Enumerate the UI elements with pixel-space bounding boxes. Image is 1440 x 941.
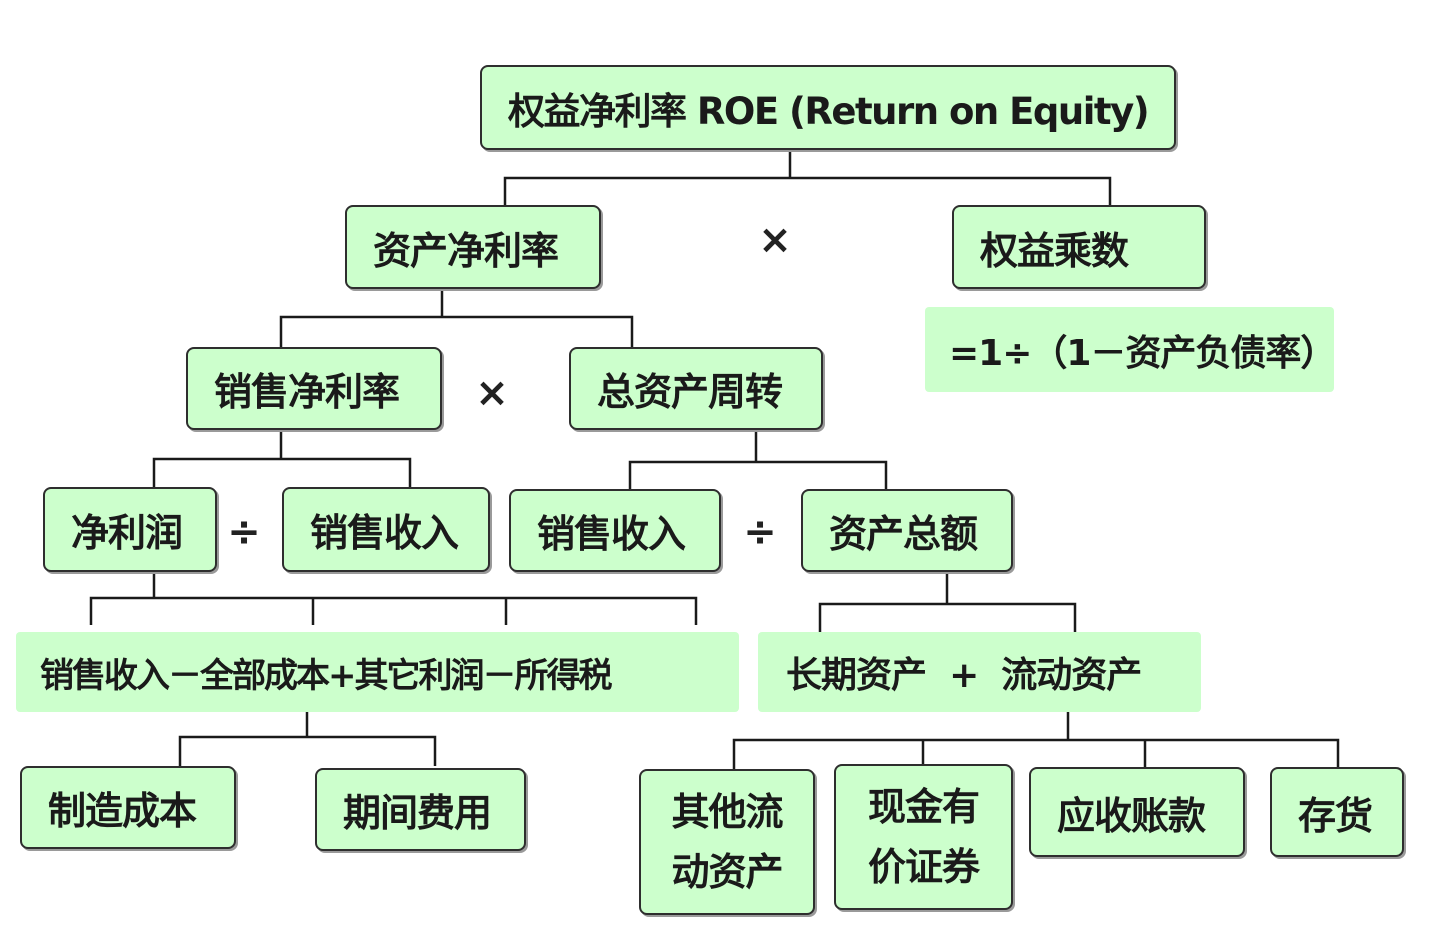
net-profit-box: 净利润 xyxy=(43,487,217,572)
other-current-assets-box: 其他流 动资产 xyxy=(639,769,815,915)
total-assets-box: 资产总额 xyxy=(801,489,1013,572)
connector-current-assets xyxy=(732,738,1340,769)
sales-revenue-box: 销售收入 xyxy=(509,489,721,572)
other-current-assets-line: 其他流 xyxy=(671,790,783,834)
equity-multiplier-formula: =1÷（1－资产负债率） xyxy=(925,307,1336,392)
connector-asset-turnover xyxy=(628,460,888,489)
connector-costs xyxy=(178,735,437,766)
inventory-box: 存货 xyxy=(1270,767,1404,857)
connector-net-profit xyxy=(89,596,698,625)
cash-securities-box: 现金有 价证券 xyxy=(834,764,1013,910)
connector-sales-net-margin xyxy=(152,457,412,487)
total-asset-turnover-box: 总资产周转 xyxy=(569,347,823,430)
cash-securities-line: 现金有 xyxy=(867,785,980,829)
cash-securities-line: 价证券 xyxy=(867,845,980,889)
asset-net-margin-box: 资产净利率 xyxy=(345,205,601,289)
manufacturing-cost-box: 制造成本 xyxy=(20,766,236,849)
sales-net-margin-box: 销售净利率 xyxy=(186,347,442,430)
roe-box: 权益净利率 ROE (Return on Equity) xyxy=(480,65,1176,150)
multiply-operator: × xyxy=(758,217,792,263)
net-profit-formula: 销售收入－全部成本+其它利润－所得税 xyxy=(16,632,739,712)
sales-revenue-box: 销售收入 xyxy=(282,487,490,572)
other-current-assets-line: 动资产 xyxy=(671,850,783,894)
multiply-operator: × xyxy=(475,370,509,416)
connector-asset-net-margin xyxy=(279,315,634,347)
divide-operator: ÷ xyxy=(743,509,777,555)
accounts-receivable-box: 应收账款 xyxy=(1029,767,1245,857)
divide-operator: ÷ xyxy=(227,509,261,555)
total-assets-formula: 长期资产 + 流动资产 xyxy=(758,632,1201,712)
connector-roe xyxy=(503,176,1112,205)
connector-total-assets xyxy=(818,602,1077,632)
period-expenses-box: 期间费用 xyxy=(315,768,526,851)
equity-multiplier-box: 权益乘数 xyxy=(952,205,1206,289)
